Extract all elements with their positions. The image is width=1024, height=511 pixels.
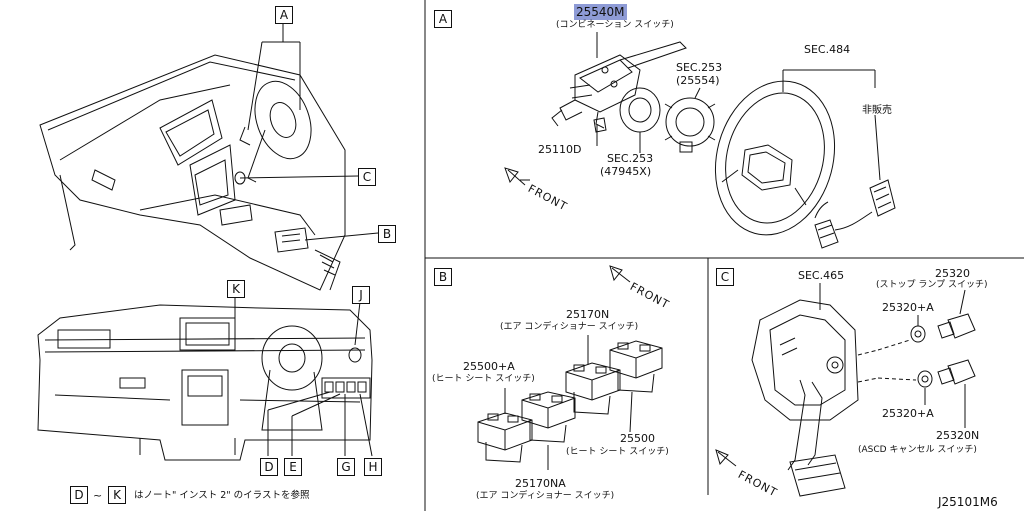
part-25320: 25320 (935, 267, 970, 280)
note-ref-k: K (108, 486, 126, 504)
part-25540m-desc: (コンビネーション スイッチ) (556, 20, 674, 30)
callout-e: E (284, 458, 302, 476)
pedal-assembly-drawing (751, 299, 859, 497)
stop-lamp-switch (937, 313, 976, 339)
part-25320a-upper: 25320+A (882, 301, 934, 314)
part-25320-desc: (ストップ ランプ スイッチ) (876, 280, 988, 290)
note-tilde: ~ (93, 489, 103, 502)
sec484: SEC.484 (804, 43, 851, 56)
sec253-lower: SEC.253 (607, 152, 654, 165)
panel-c-letter: C (716, 268, 734, 286)
steering-wheel-drawing (714, 80, 836, 236)
callout-c: C (358, 168, 376, 186)
steering-angle-sensor (664, 97, 716, 153)
note-ref-d: D (70, 486, 88, 504)
panel-b-letter: B (434, 268, 452, 286)
part-25170n-desc: (エア コンディショナー スイッチ) (500, 322, 639, 332)
sec253-upper-sub: (25554) (676, 74, 720, 87)
callout-h: H (364, 458, 382, 476)
steering-switch-parts (814, 179, 896, 249)
sec465: SEC.465 (798, 269, 845, 282)
diagram-id: J25101M6 (938, 495, 998, 509)
clip-25320a-upper (910, 325, 926, 343)
panel-a-letter: A (434, 10, 452, 28)
part-25170na: 25170NA (515, 477, 566, 490)
front-arrow-a (504, 167, 530, 186)
sec253-lower-sub: (47945X) (600, 165, 652, 178)
front-arrow-c (715, 449, 737, 467)
combination-switch-drawing (551, 41, 687, 129)
part-25500: 25500 (620, 432, 655, 445)
part-25320a-lower: 25320+A (882, 407, 934, 420)
callout-k: K (227, 280, 245, 298)
callout-d: D (260, 458, 278, 476)
clip-25320a-lower (917, 370, 933, 388)
not-sold-label: 非販売 (862, 105, 892, 116)
part-25500-desc: (ヒート シート スイッチ) (566, 447, 669, 457)
part-25320n-desc: (ASCD キャンセル スイッチ) (858, 445, 977, 455)
part-25320n: 25320N (936, 429, 980, 442)
instrument-panel-front-drawing (37, 304, 373, 461)
callout-j: J (352, 286, 370, 304)
ascd-cancel-switch (937, 359, 976, 385)
callout-g: G (337, 458, 355, 476)
dashboard-perspective-drawing (39, 54, 346, 291)
part-25540m: 25540M (574, 4, 627, 20)
part-25110d: 25110D (538, 143, 582, 156)
note-text: はノート" インスト 2" のイラストを参照 (134, 490, 310, 501)
part-25170n: 25170N (566, 308, 610, 321)
part-25170na-desc: (エア コンディショナー スイッチ) (476, 491, 615, 501)
part-25500a: 25500+A (463, 360, 515, 373)
callout-b: B (378, 225, 396, 243)
bolt-25110d (593, 117, 607, 133)
part-25500a-desc: (ヒート シート スイッチ) (432, 374, 535, 384)
callout-a: A (275, 6, 293, 24)
front-arrow-b (609, 265, 631, 283)
sec253-upper: SEC.253 (676, 61, 723, 74)
clock-spring-ring (619, 87, 661, 133)
